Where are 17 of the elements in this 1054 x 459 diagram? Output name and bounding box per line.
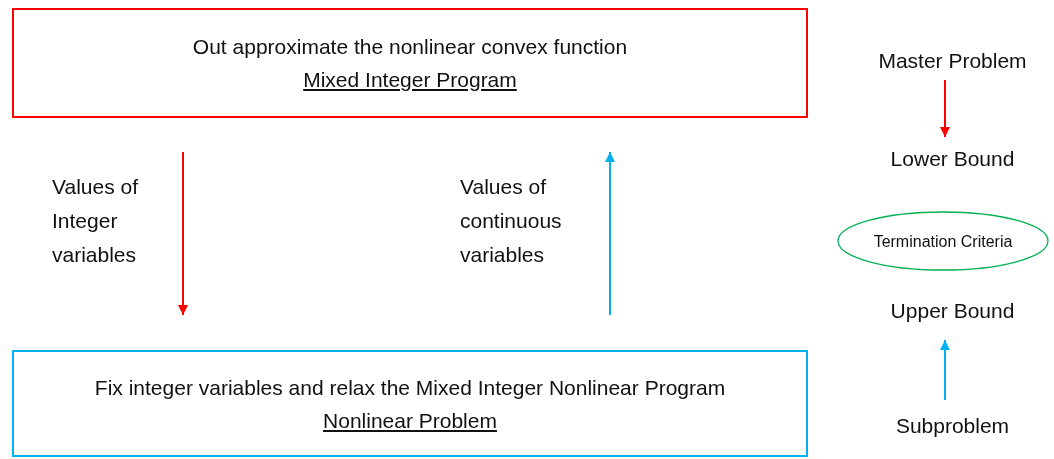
edge-label: Values of continuous variables xyxy=(460,174,563,268)
process-box xyxy=(12,350,808,457)
arrow xyxy=(178,151,188,316)
arrow xyxy=(940,79,950,138)
subtitle-text: Nonlinear Problem xyxy=(323,407,497,434)
stage-text: Upper Bound xyxy=(890,297,1015,324)
arrow xyxy=(940,339,950,401)
edge-label: Values of Integer variables xyxy=(52,174,139,268)
subtitle-text: Mixed Integer Program xyxy=(303,67,517,93)
box-text: Out approximate the nonlinear convex function xyxy=(192,34,628,60)
stage-text: Master Problem xyxy=(878,47,1027,74)
stage-text: Subproblem xyxy=(895,412,1010,439)
arrow xyxy=(605,151,615,316)
stage-text: Lower Bound xyxy=(890,145,1015,172)
stage-text: Termination Criteria xyxy=(873,231,1013,252)
process-box xyxy=(12,8,808,118)
box-text: Fix integer variables and relax the Mixed Integer Nonlinear Program xyxy=(94,374,726,401)
